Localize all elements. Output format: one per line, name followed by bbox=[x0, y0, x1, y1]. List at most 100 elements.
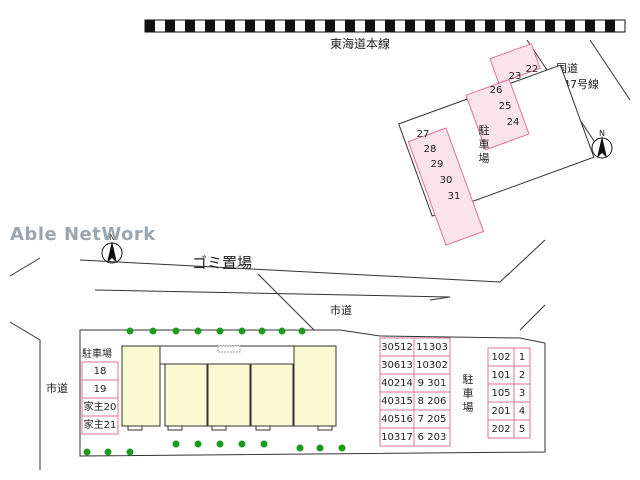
tree-icon bbox=[216, 327, 224, 335]
watermark: Able NetWork bbox=[10, 224, 156, 245]
tree-icon bbox=[216, 440, 224, 448]
rail-segment bbox=[145, 20, 155, 32]
rail-segment bbox=[525, 20, 535, 32]
tree-icon bbox=[83, 448, 91, 456]
rail-segment bbox=[185, 20, 195, 32]
railway-track bbox=[144, 19, 626, 33]
slot-label: 19 bbox=[94, 384, 107, 395]
slot-label: 101 bbox=[491, 370, 510, 381]
slot-22: 22 bbox=[526, 64, 539, 75]
tree-icon bbox=[258, 327, 266, 335]
slot-label: 40315 bbox=[381, 396, 413, 407]
rail-segment bbox=[465, 20, 475, 32]
city-road-top: 市道 bbox=[330, 303, 352, 317]
top-parking-lot bbox=[398, 43, 595, 246]
rail-segment bbox=[265, 20, 275, 32]
slot-label: 30512 bbox=[381, 342, 413, 353]
tree-icon bbox=[194, 440, 202, 448]
parking-slot bbox=[513, 419, 531, 439]
tree-icon bbox=[238, 327, 246, 335]
north-arrow-icon: N bbox=[101, 233, 123, 264]
tree-icon bbox=[104, 448, 112, 456]
trees bbox=[83, 327, 346, 456]
middle-lot-label-char: 車 bbox=[463, 386, 474, 400]
railway-label: 東海道本線 bbox=[330, 36, 390, 51]
slot-label: 8 206 bbox=[418, 396, 447, 407]
north-arrow-icon: N bbox=[591, 129, 613, 159]
tree-icon bbox=[172, 327, 180, 335]
slot-label: 18 bbox=[94, 366, 107, 377]
parking-slot bbox=[413, 427, 451, 447]
rail-segment bbox=[585, 20, 595, 32]
slot-30: 30 bbox=[440, 175, 453, 186]
slot-label: 6 203 bbox=[418, 432, 447, 443]
slot-label: 102 bbox=[491, 352, 510, 363]
slot-23: 23 bbox=[509, 71, 522, 82]
slot-label: 11303 bbox=[416, 342, 448, 353]
slot-label: 家主20 bbox=[84, 400, 117, 413]
rail-segment bbox=[405, 20, 415, 32]
tree-icon bbox=[149, 327, 157, 335]
parking-slot bbox=[81, 415, 119, 435]
rail-segment bbox=[485, 20, 495, 32]
slot-label: 2 bbox=[519, 370, 525, 381]
tree-icon bbox=[298, 327, 306, 335]
rail-segment bbox=[345, 20, 355, 32]
slot-29: 29 bbox=[431, 159, 444, 170]
middle-lot-label-char: 場 bbox=[463, 401, 474, 414]
north-label-1: N bbox=[599, 129, 605, 138]
tree-icon bbox=[316, 444, 324, 452]
slot-label: 4 bbox=[519, 406, 525, 417]
slot-25: 25 bbox=[499, 101, 512, 112]
slot-26: 26 bbox=[490, 85, 503, 96]
slot-label: 10302 bbox=[416, 360, 448, 371]
city-road-left: 市道 bbox=[46, 381, 68, 395]
tree-icon bbox=[126, 327, 134, 335]
rail-segment bbox=[445, 20, 455, 32]
slot-31: 31 bbox=[448, 191, 461, 202]
route-line-b bbox=[589, 39, 631, 101]
rail-segment bbox=[285, 20, 295, 32]
tree-icon bbox=[338, 444, 346, 452]
rail-segment bbox=[225, 20, 235, 32]
rail-segment bbox=[505, 20, 515, 32]
slot-label: 105 bbox=[491, 388, 510, 399]
rail-segment bbox=[425, 20, 435, 32]
top-lot-label-char: 駐 bbox=[479, 123, 490, 137]
middle-lot-label-char: 駐 bbox=[463, 372, 474, 386]
rail-segment bbox=[385, 20, 395, 32]
slot-label: 40214 bbox=[381, 378, 413, 389]
slot-28: 28 bbox=[424, 144, 437, 155]
slot-label: 1 bbox=[519, 352, 525, 363]
road-lines bbox=[9, 239, 546, 470]
tree-icon bbox=[194, 327, 202, 335]
left-lot-label: 駐車場 bbox=[82, 347, 112, 360]
rail-segment bbox=[545, 20, 555, 32]
slot-label: 家主21 bbox=[84, 418, 117, 431]
tree-icon bbox=[296, 444, 304, 452]
slot-label: 30613 bbox=[381, 360, 413, 371]
tree-icon bbox=[278, 327, 286, 335]
slot-label: 9 301 bbox=[418, 378, 447, 389]
rail-segment bbox=[245, 20, 255, 32]
slot-24: 24 bbox=[507, 117, 520, 128]
rail-segment bbox=[365, 20, 375, 32]
garbage-pointer bbox=[257, 273, 319, 335]
apartment-building bbox=[121, 345, 337, 431]
tree-icon bbox=[238, 440, 246, 448]
slot-label: 10317 bbox=[381, 432, 413, 443]
tree-icon bbox=[172, 440, 180, 448]
rail-segment bbox=[205, 20, 215, 32]
top-lot-label-char: 場 bbox=[479, 152, 490, 165]
top-lot-numbers: 23 22 26 25 24 27 28 29 30 31 bbox=[417, 64, 539, 202]
slot-label: 201 bbox=[491, 406, 510, 417]
left-parking-lot: 駐車場 18 19 家主20 家主21 bbox=[81, 347, 119, 435]
garbage-label: ゴミ置場 bbox=[192, 254, 252, 272]
slot-label: 202 bbox=[491, 424, 510, 435]
tree-icon bbox=[260, 440, 268, 448]
slot-label: 7 205 bbox=[418, 414, 447, 425]
slot-27: 27 bbox=[417, 129, 430, 140]
rail-segment bbox=[305, 20, 315, 32]
